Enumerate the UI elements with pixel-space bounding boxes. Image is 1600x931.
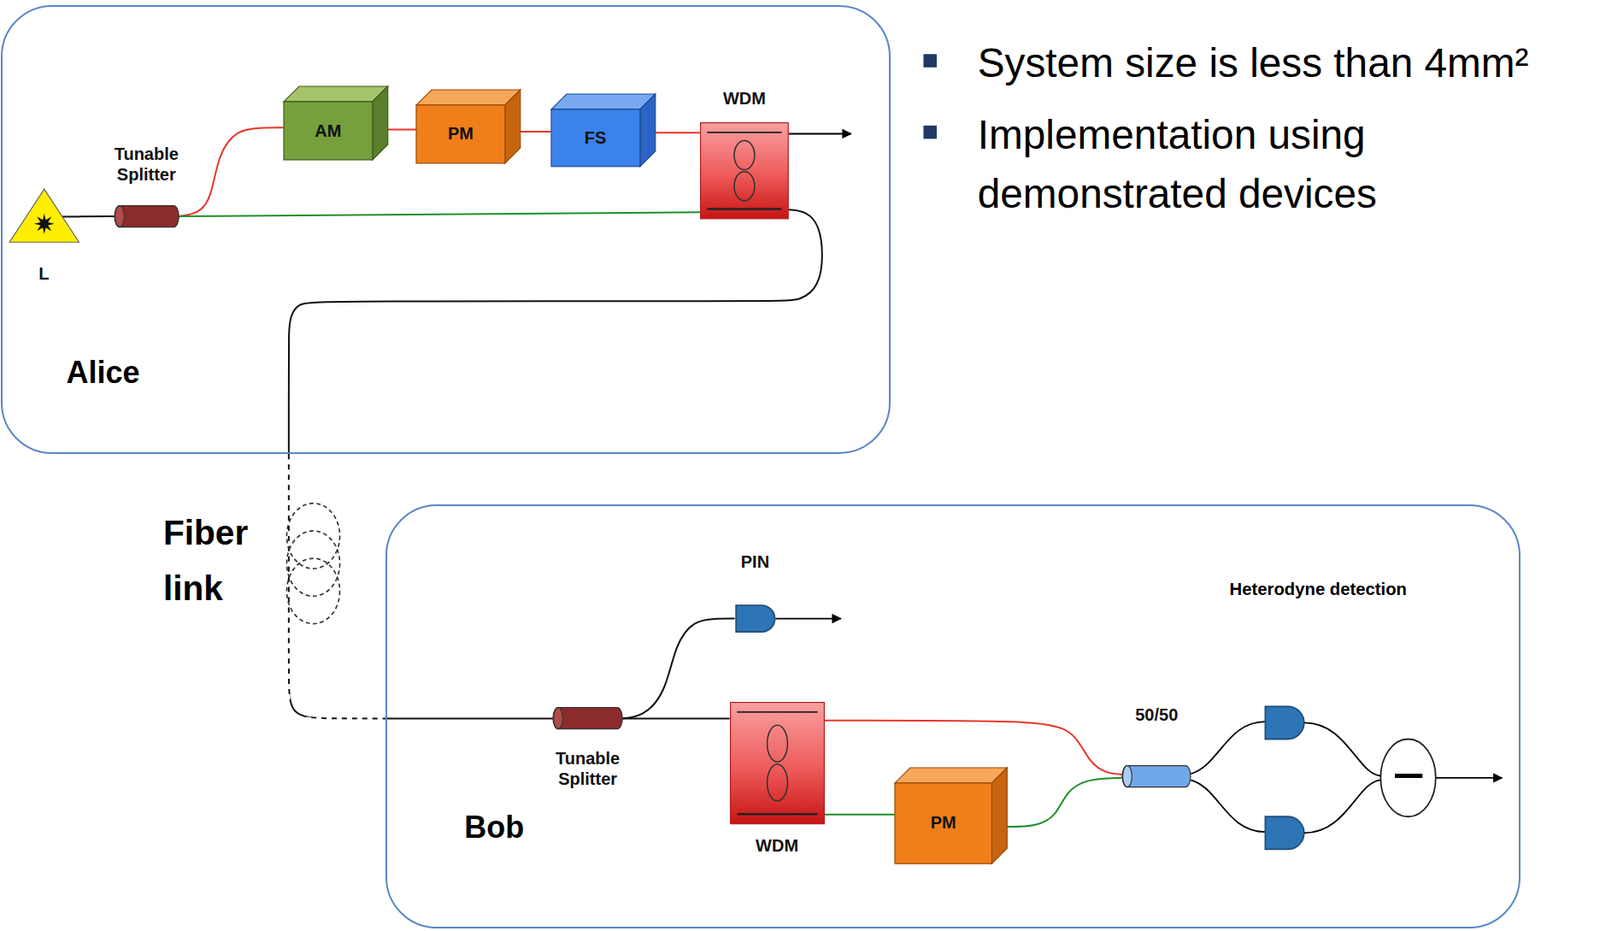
bullet-square <box>923 125 937 140</box>
fiber-connector <box>654 131 700 134</box>
detector-shape <box>735 604 777 633</box>
part-label: Tunable Splitter <box>555 747 620 789</box>
fiber-connector <box>288 209 823 718</box>
photodetector <box>1264 816 1304 849</box>
bob-panel: Bob Tunable Splitter PIN WDM PM 50/50 <box>385 504 1521 930</box>
cylinder-shape <box>552 706 623 730</box>
fiber-dash <box>305 717 384 721</box>
detector-wire <box>1304 779 1382 833</box>
coupler-wire <box>1190 779 1265 832</box>
fiber-connector <box>79 215 115 218</box>
device-name: FS <box>551 109 641 167</box>
tunable-splitter: Tunable Splitter <box>552 706 623 730</box>
output-arrow <box>1435 776 1503 779</box>
fiber-connector <box>178 127 284 217</box>
fiber-label: Fiber link <box>163 505 248 617</box>
panel-title: Alice <box>66 354 141 391</box>
device-name: PM <box>894 782 992 864</box>
pin-detector: PIN <box>735 604 777 633</box>
laser-symbol <box>8 188 81 243</box>
section-label: Heterodyne detection <box>1229 578 1407 600</box>
part-label: PIN <box>741 551 770 572</box>
subtractor <box>1380 739 1436 818</box>
phase-modulator: PM <box>894 767 1007 864</box>
part-label: 50/50 <box>1135 704 1178 725</box>
fiber-coil <box>286 530 340 596</box>
photodetector <box>1264 705 1304 739</box>
cylinder-shape <box>1122 764 1191 788</box>
fiber-connector <box>1006 777 1123 827</box>
part-label: WDM <box>755 835 799 856</box>
fiber-connector <box>178 211 700 217</box>
alice-panel: Alice L Tunable Splitter AM PM FS WDM <box>0 5 891 454</box>
fiber-connector <box>622 717 730 719</box>
bullet-square <box>923 53 937 68</box>
fiber-coil <box>286 558 340 624</box>
fiber-connector <box>622 617 735 718</box>
wdm-filter: WDM <box>700 122 789 219</box>
detector-wire <box>1304 722 1382 776</box>
bullet-text: System size is less than 4mm² <box>977 33 1590 93</box>
fiber-connector <box>824 720 1124 775</box>
part-label: WDM <box>723 88 766 109</box>
bullet-text: Implementation using demonstrated device… <box>977 105 1590 224</box>
minus-bar <box>1394 773 1423 778</box>
device-name: PM <box>416 105 506 164</box>
output-arrow <box>775 617 841 620</box>
device-name: AM <box>283 101 373 160</box>
fiber-connector <box>520 130 552 133</box>
wdm-filter: WDM <box>729 701 825 824</box>
fiber-connector <box>388 128 417 130</box>
cylinder-shape <box>114 205 179 228</box>
fiber-connector <box>824 813 895 816</box>
laser-source: L <box>8 188 81 243</box>
wdm-shape <box>729 701 825 824</box>
amplitude-modulator: AM <box>283 86 389 160</box>
tunable-splitter: Tunable Splitter <box>114 205 179 228</box>
phase-modulator: PM <box>416 89 521 164</box>
output-arrow <box>788 132 852 135</box>
part-label: L <box>38 263 49 284</box>
frequency-shifter: FS <box>551 94 656 167</box>
coupler-50-50: 50/50 <box>1122 764 1191 788</box>
part-label: Tunable Splitter <box>114 143 179 185</box>
coupler-wire <box>1190 721 1265 774</box>
panel-title: Bob <box>464 809 524 846</box>
wdm-shape <box>700 122 789 219</box>
